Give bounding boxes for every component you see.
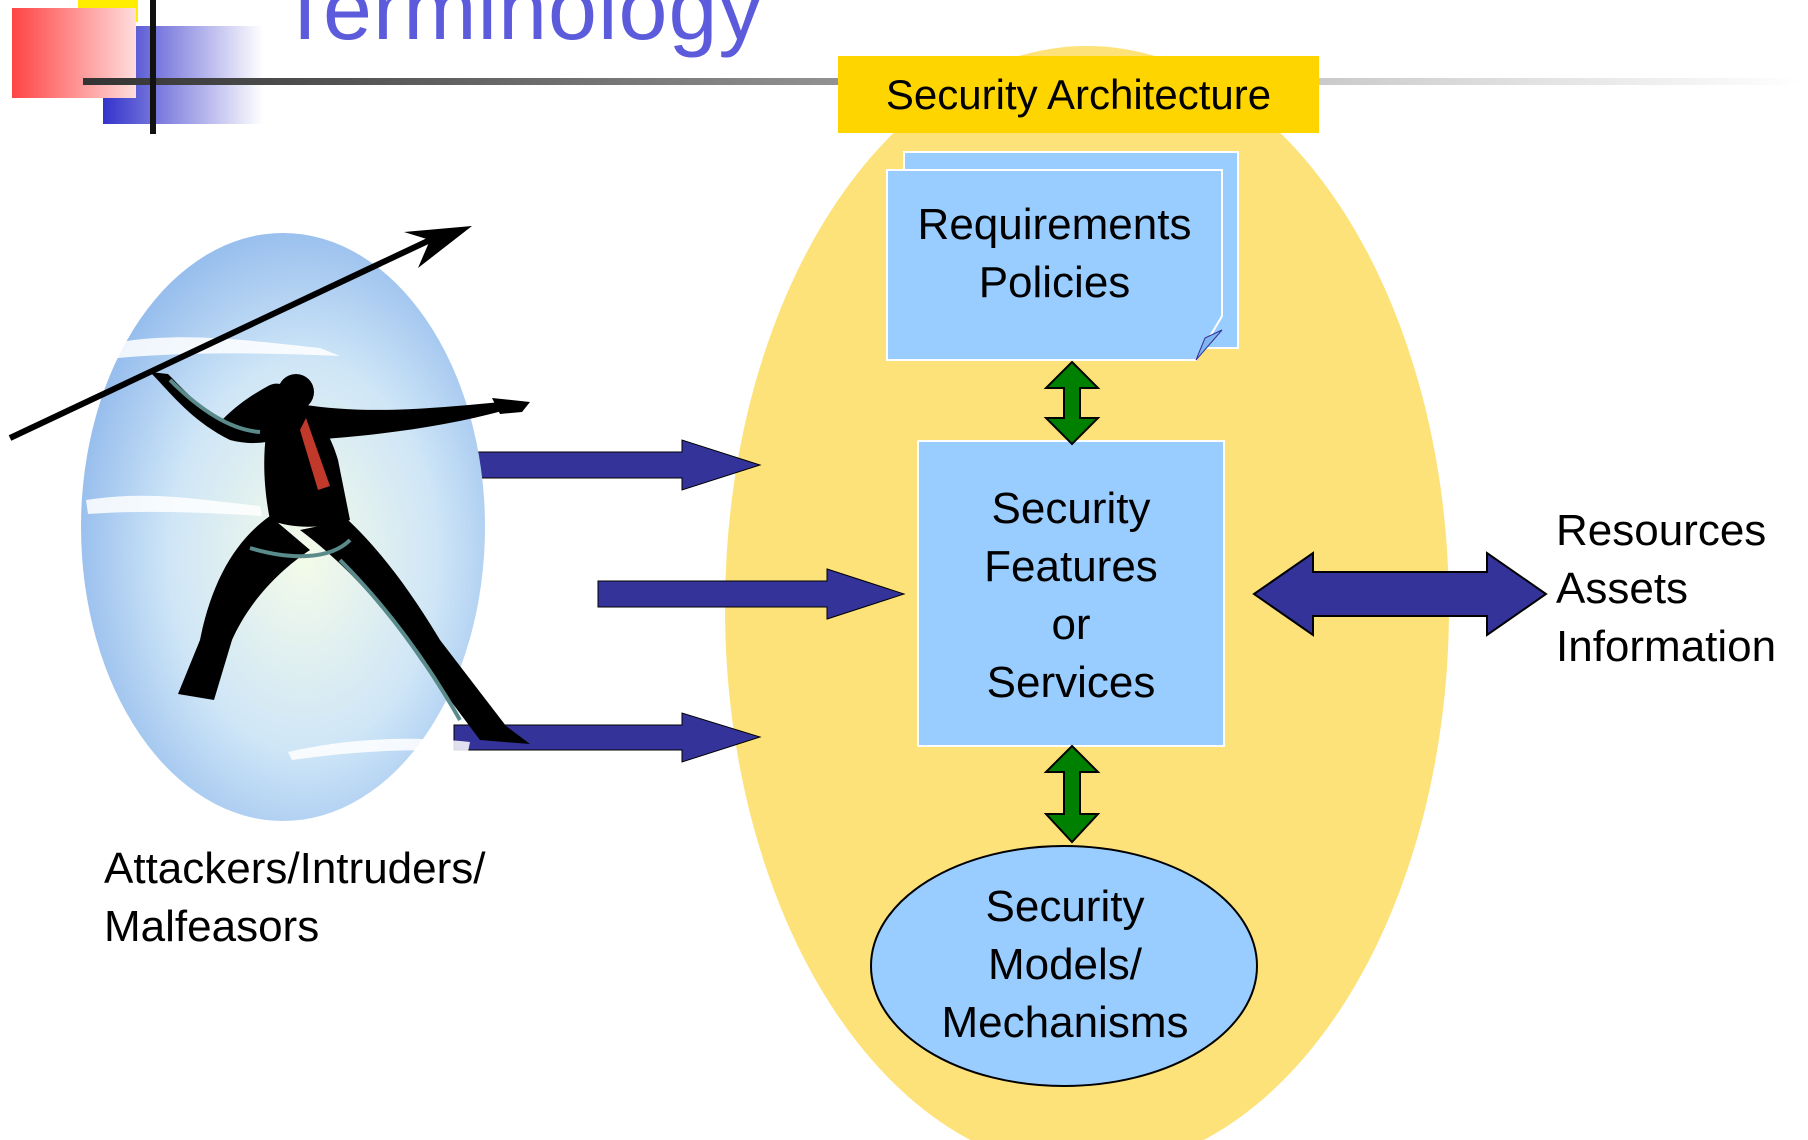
- features-line-3: or: [1051, 600, 1091, 649]
- requirements-box: [886, 151, 1239, 361]
- requirements-line-1: Requirements: [917, 200, 1192, 249]
- models-ellipse: [870, 845, 1258, 1087]
- attack-arrow-bottom: [453, 712, 762, 763]
- resources-label: Resources Assets Information: [1556, 502, 1776, 676]
- attackers-label: Attackers/Intruders/ Malfeasors: [104, 840, 485, 956]
- requirements-text: Requirements Policies: [887, 196, 1222, 312]
- resources-line-2: Assets: [1556, 564, 1689, 613]
- resources-double-arrow: [1252, 551, 1548, 637]
- features-line-1: Security: [991, 484, 1151, 533]
- features-line-4: Services: [986, 658, 1156, 707]
- attackers-line-1: Attackers/Intruders/: [104, 844, 486, 893]
- green-double-arrow-top: [1043, 360, 1101, 446]
- attackers-line-2: Malfeasors: [104, 902, 320, 951]
- features-text: Security Features or Services: [918, 480, 1224, 712]
- models-text: Security Models/ Mechanisms: [900, 878, 1230, 1052]
- models-line-3: Mechanisms: [941, 998, 1189, 1047]
- requirements-line-2: Policies: [978, 258, 1131, 307]
- models-line-2: Models/: [987, 940, 1143, 989]
- architecture-label-text: Security Architecture: [885, 70, 1272, 118]
- attack-arrow-middle: [597, 568, 906, 620]
- architecture-label: Security Architecture: [838, 56, 1319, 133]
- resources-line-1: Resources: [1556, 506, 1767, 555]
- slide-title: Terminology: [278, 0, 764, 58]
- resources-line-3: Information: [1556, 622, 1777, 671]
- features-line-2: Features: [984, 542, 1158, 591]
- attack-arrow-top: [457, 439, 762, 491]
- models-line-1: Security: [985, 882, 1145, 931]
- attacker-illustration: [8, 226, 530, 821]
- green-double-arrow-bottom: [1043, 744, 1101, 844]
